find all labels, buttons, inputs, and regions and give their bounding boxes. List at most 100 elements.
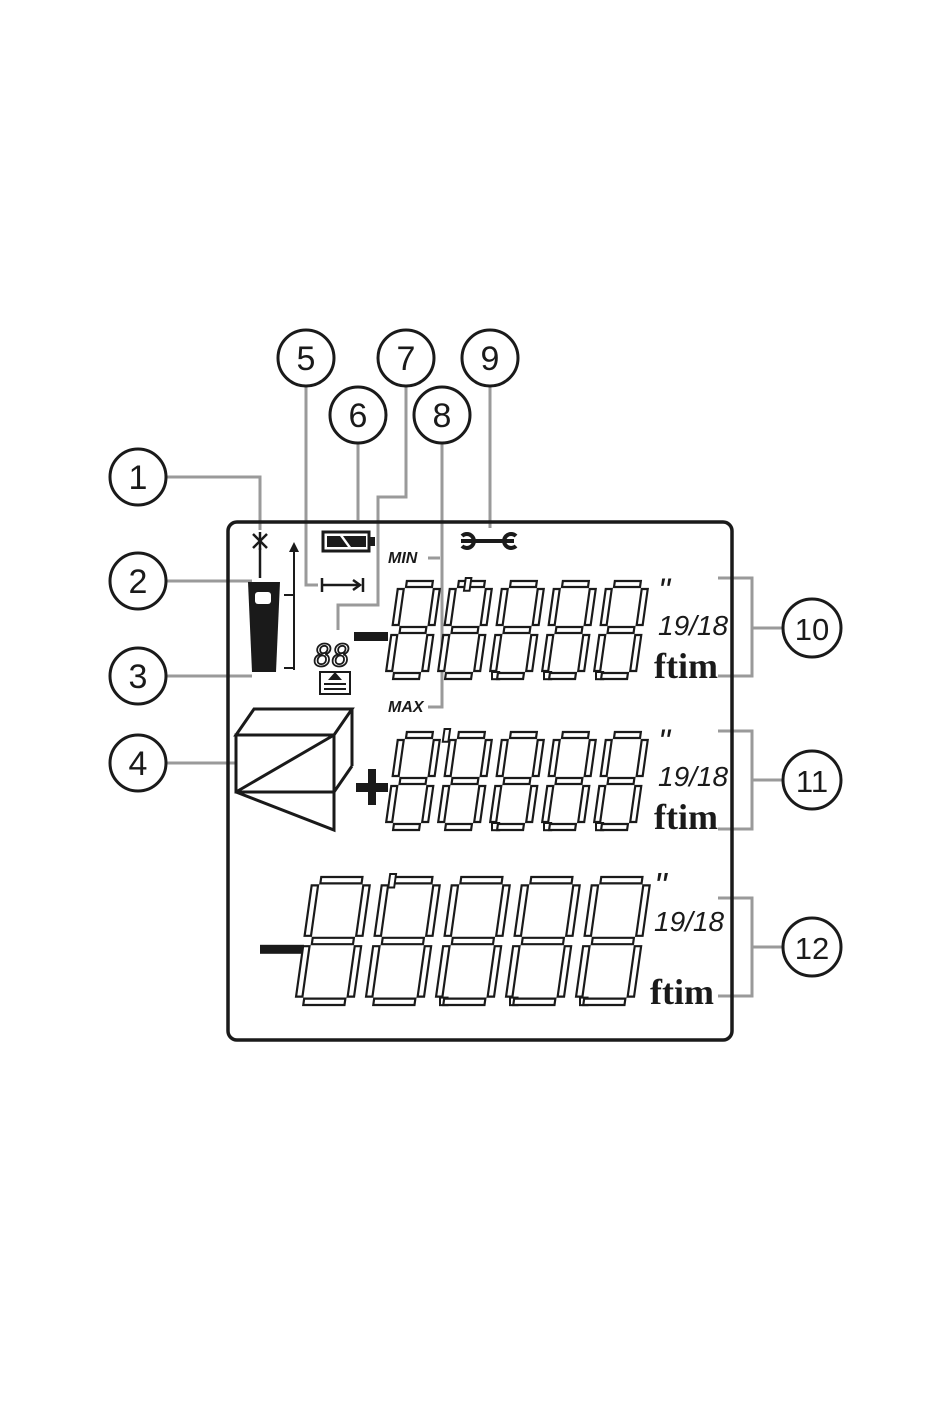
segment <box>549 589 560 625</box>
segment <box>504 627 531 633</box>
segment <box>445 740 456 776</box>
segment <box>549 740 560 776</box>
segment <box>510 581 537 587</box>
segment <box>490 786 501 822</box>
segment <box>474 635 485 671</box>
segment <box>452 627 479 633</box>
digit-5: 8 <box>574 875 651 1005</box>
callout-12-label: 12 <box>795 931 829 966</box>
segment <box>608 627 635 633</box>
segment <box>497 740 508 776</box>
segment <box>445 589 456 625</box>
callout-1-label: 1 <box>129 459 148 497</box>
segment <box>637 740 648 776</box>
segment <box>422 635 433 671</box>
digit-1: 8 <box>384 579 441 679</box>
digit-text: 8 <box>398 730 399 732</box>
digit-text: 8 <box>312 875 313 877</box>
segment <box>614 581 641 587</box>
segment <box>630 786 641 822</box>
digit-row-2: +88888"19/18ftim <box>356 723 728 837</box>
segment <box>556 778 583 784</box>
digit-text: 8 <box>606 579 607 581</box>
digit-text: 8 <box>450 579 451 581</box>
segment <box>445 673 472 679</box>
digit-4: 8 <box>504 875 581 1005</box>
digit-text: 8 <box>382 875 383 877</box>
unit-indicator: ftim <box>654 797 718 837</box>
segment <box>481 740 492 776</box>
memory-digits: 88 <box>314 639 350 674</box>
digit-2: 8 <box>364 875 441 1005</box>
segment <box>497 673 524 679</box>
segment <box>513 999 555 1005</box>
segment <box>558 946 571 996</box>
segment <box>438 635 449 671</box>
min-label: MIN <box>388 550 418 567</box>
segment <box>303 999 345 1005</box>
segment <box>578 786 589 822</box>
segment <box>601 673 628 679</box>
segment <box>556 627 583 633</box>
segment <box>566 885 579 935</box>
digit-text: 8 <box>554 579 555 581</box>
fraction-indicator: 19/18 <box>658 761 728 792</box>
segment <box>406 732 433 738</box>
sign-minus-bar <box>260 945 304 954</box>
digit-text: 8 <box>554 730 555 732</box>
segment <box>600 877 642 883</box>
segment <box>506 946 519 996</box>
segment <box>460 877 502 883</box>
digit-row-3: −88888"19/18ftim <box>260 866 724 1012</box>
segment <box>490 635 501 671</box>
segment <box>422 786 433 822</box>
segment <box>585 885 598 935</box>
foot-mark <box>388 874 396 887</box>
segment <box>393 740 404 776</box>
segment <box>636 885 649 935</box>
segment <box>452 778 479 784</box>
segment <box>390 877 432 883</box>
segment <box>637 589 648 625</box>
digit-text: 8 <box>606 730 607 732</box>
digit-2: 8 <box>436 730 493 830</box>
digit-5: 8 <box>592 579 649 679</box>
segment <box>504 778 531 784</box>
digit-text: 8 <box>398 579 399 581</box>
segment <box>510 732 537 738</box>
battery-icon <box>323 532 375 551</box>
volume-mode-icon <box>236 709 352 830</box>
segment <box>312 938 354 944</box>
segment <box>429 589 440 625</box>
reference-device-icon <box>248 542 299 672</box>
distance-arrow-icon <box>322 578 363 592</box>
segment <box>515 885 528 935</box>
segment <box>533 740 544 776</box>
callout-6-label: 6 <box>349 397 368 435</box>
segment <box>562 732 589 738</box>
fraction-indicator: 19/18 <box>654 906 724 937</box>
segment <box>445 824 472 830</box>
segment <box>594 635 605 671</box>
segment <box>522 938 564 944</box>
segment <box>436 946 449 996</box>
segment <box>526 635 537 671</box>
segment <box>496 885 509 935</box>
segment <box>393 824 420 830</box>
foot-mark <box>443 729 450 742</box>
digit-3: 8 <box>488 579 545 679</box>
digit-3: 8 <box>434 875 511 1005</box>
segment <box>356 885 369 935</box>
segment <box>305 885 318 935</box>
segment <box>488 946 501 996</box>
digit-text: 8 <box>522 875 523 877</box>
segment <box>578 635 589 671</box>
segment <box>628 946 641 996</box>
segment <box>400 627 427 633</box>
inch-mark: " <box>658 572 672 610</box>
digit-4: 8 <box>540 730 597 830</box>
segment <box>443 999 485 1005</box>
segment <box>601 740 612 776</box>
leader-lines <box>166 386 782 996</box>
